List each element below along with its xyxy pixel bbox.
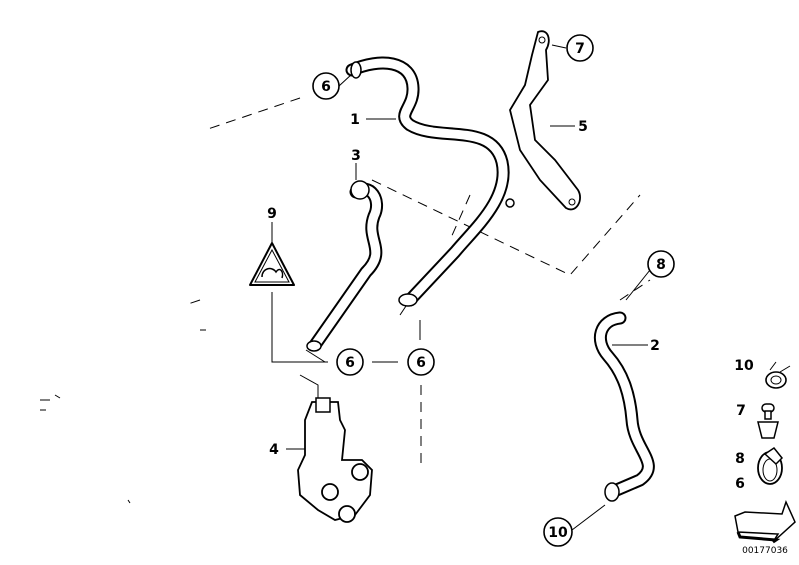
svg-text:8: 8 bbox=[656, 257, 666, 273]
callout-6-mid-left: 6 bbox=[336, 348, 364, 376]
svg-text:6: 6 bbox=[321, 79, 331, 95]
label-5: 5 bbox=[578, 119, 588, 135]
legend-number: 10 bbox=[734, 358, 754, 374]
diagram-code: 00177036 bbox=[742, 546, 788, 556]
worm-clamp-icon bbox=[757, 446, 784, 485]
warning-triangle-icon bbox=[249, 242, 295, 286]
hose-1 bbox=[345, 56, 515, 307]
callout-leaders bbox=[271, 44, 651, 531]
orientation-arrow-icon bbox=[734, 499, 796, 544]
label-9: 9 bbox=[267, 206, 277, 222]
callout-6-top: 6 bbox=[312, 72, 340, 100]
label-1: 1 bbox=[350, 112, 360, 128]
callout-7-top: 7 bbox=[566, 34, 594, 62]
legend-number: 8 bbox=[735, 451, 745, 467]
svg-text:6: 6 bbox=[345, 355, 355, 371]
svg-text:6: 6 bbox=[416, 355, 426, 371]
legend: 10 7 8 6 00177036 bbox=[734, 358, 796, 556]
callout-8: 8 bbox=[647, 250, 675, 278]
legend-number: 6 bbox=[735, 476, 745, 492]
callout-10: 10 bbox=[543, 517, 573, 547]
svg-text:10: 10 bbox=[548, 525, 568, 541]
legend-number: 7 bbox=[736, 403, 746, 419]
callout-6-mid-right: 6 bbox=[407, 348, 435, 376]
label-4: 4 bbox=[269, 442, 279, 458]
valve-4 bbox=[297, 397, 373, 523]
svg-text:7: 7 bbox=[575, 41, 585, 57]
bracket-5 bbox=[509, 30, 581, 211]
hose-clamp-icon bbox=[765, 361, 791, 389]
label-3: 3 bbox=[351, 148, 361, 164]
hose-3 bbox=[306, 180, 384, 352]
label-2: 2 bbox=[650, 338, 660, 354]
push-rivet-icon bbox=[757, 403, 779, 439]
hose-2 bbox=[593, 311, 655, 502]
